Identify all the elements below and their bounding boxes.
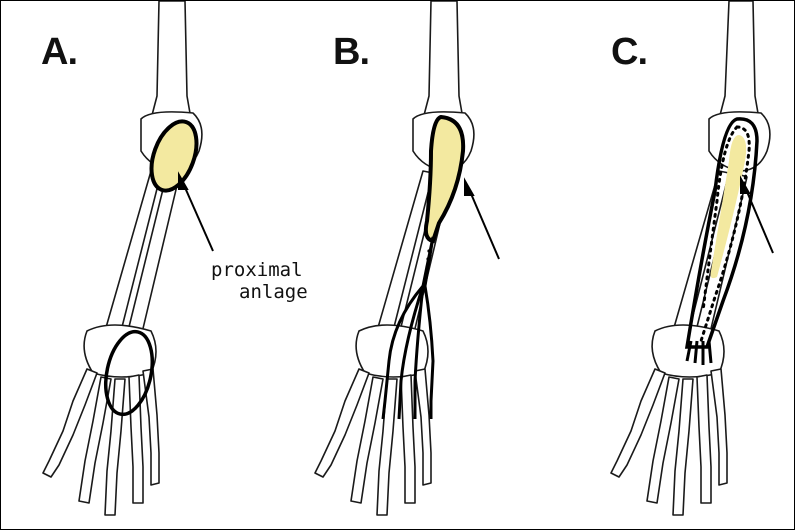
panel-label-c: C. xyxy=(611,31,647,74)
humerus xyxy=(719,1,759,119)
finger-4 xyxy=(697,375,711,503)
panel-a: A. proximal anlage xyxy=(1,1,265,529)
finger-5 xyxy=(711,369,727,485)
arrow-a xyxy=(179,175,213,251)
carpal-bones xyxy=(84,325,156,377)
finger-4 xyxy=(129,375,143,503)
panel-label-a: A. xyxy=(41,31,77,74)
muscle-belly xyxy=(426,117,463,241)
panel-label-b: B. xyxy=(333,31,369,74)
humerus xyxy=(423,1,463,119)
finger-5 xyxy=(143,369,159,485)
panel-b: B. xyxy=(273,1,537,529)
forearm-hand-skeleton-b xyxy=(273,1,537,529)
finger-5 xyxy=(415,369,431,485)
finger-4 xyxy=(401,375,415,503)
arrow-b xyxy=(465,181,499,259)
forearm-hand-skeleton-c xyxy=(531,1,795,529)
humerus xyxy=(151,1,191,119)
panel-c: C. xyxy=(531,1,795,529)
